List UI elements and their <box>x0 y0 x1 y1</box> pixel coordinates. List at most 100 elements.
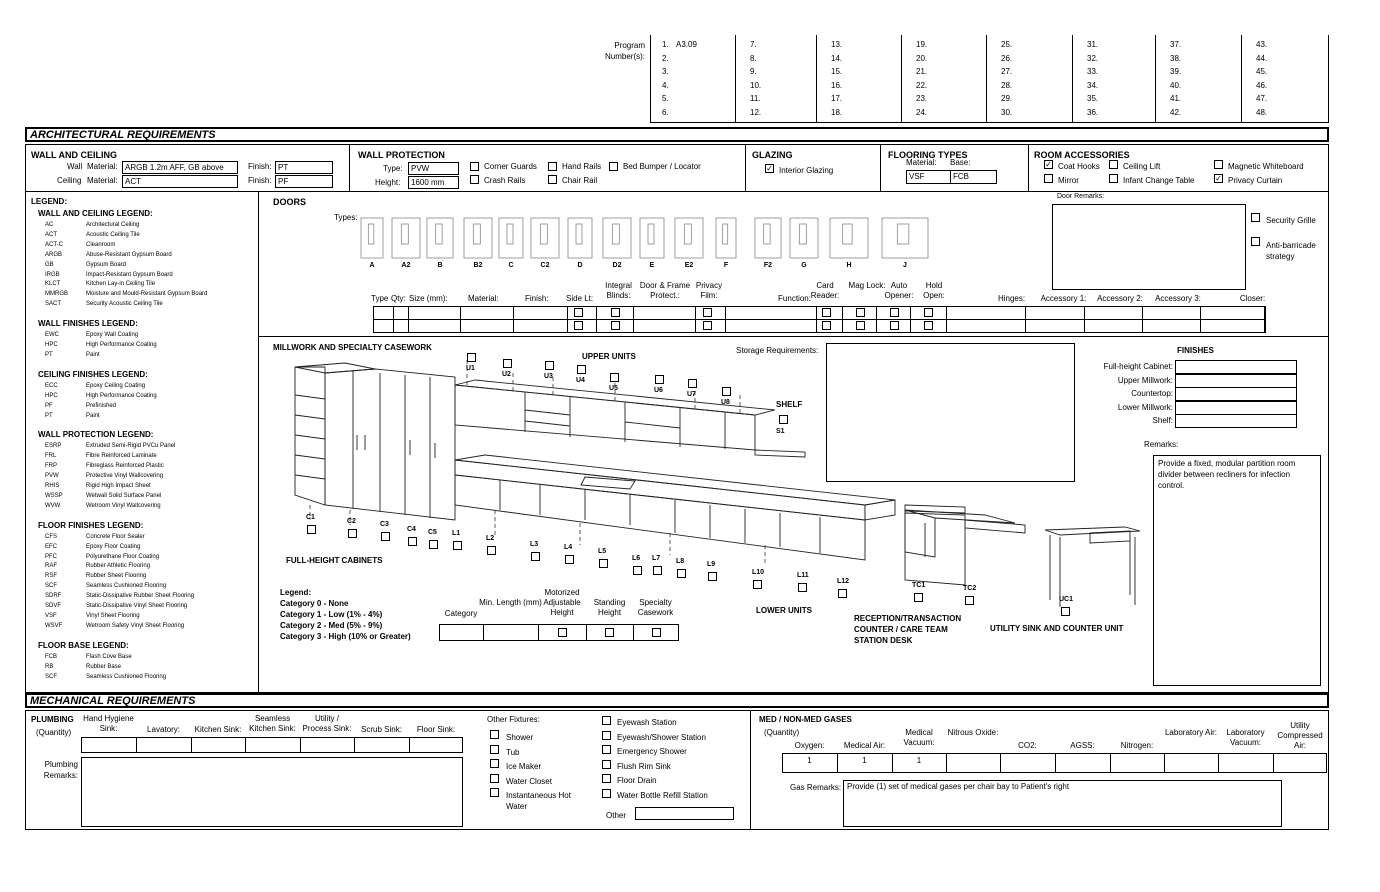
door-schedule-checkbox[interactable] <box>611 321 620 330</box>
counter-unit-checkbox[interactable] <box>914 593 923 602</box>
coat-hooks-checkbox[interactable]: ✓ <box>1044 160 1053 169</box>
security-grille-checkbox[interactable] <box>1251 213 1260 222</box>
ceiling-lift-checkbox[interactable] <box>1109 160 1118 169</box>
fixture-label: Flush Rim Sink <box>617 761 671 771</box>
interior-glazing-checkbox[interactable]: ✓ <box>765 164 774 173</box>
fixture-checkbox[interactable] <box>490 759 499 768</box>
upper-unit-checkbox[interactable] <box>722 387 731 396</box>
door-schedule-checkbox[interactable] <box>856 308 865 317</box>
fixture-checkbox[interactable] <box>490 730 499 739</box>
fixture-checkbox[interactable] <box>602 745 611 754</box>
full-height-unit-checkbox[interactable] <box>307 525 316 534</box>
lower-unit-checkbox[interactable] <box>838 589 847 598</box>
door-schedule-checkbox[interactable] <box>574 308 583 317</box>
gas-quantity-value[interactable]: 1 <box>807 756 812 765</box>
lower-unit-checkbox[interactable] <box>798 583 807 592</box>
program-value-1[interactable]: A3.09 <box>676 40 697 49</box>
utility-unit-checkbox[interactable] <box>1061 607 1070 616</box>
program-number-slot: 34. <box>1087 80 1099 90</box>
upper-unit-checkbox[interactable] <box>577 365 586 374</box>
fixture-checkbox[interactable] <box>490 788 499 797</box>
shelf-checkbox[interactable] <box>779 415 788 424</box>
full-height-unit-checkbox[interactable] <box>408 537 417 546</box>
upper-unit-checkbox[interactable] <box>467 353 476 362</box>
door-schedule-checkbox[interactable] <box>856 321 865 330</box>
corner-guards-checkbox[interactable] <box>470 162 479 171</box>
counter-unit-checkbox[interactable] <box>965 596 974 605</box>
upper-unit-checkbox[interactable] <box>545 361 554 370</box>
category-checkbox[interactable] <box>558 628 567 637</box>
flooring-base-field[interactable]: FCB <box>950 170 997 184</box>
wall-finish-field[interactable]: PT <box>275 161 333 174</box>
gas-quantity-value[interactable]: 1 <box>916 756 922 765</box>
door-schedule-checkbox[interactable] <box>574 321 583 330</box>
upper-unit-checkbox[interactable] <box>688 379 697 388</box>
door-remarks-field[interactable] <box>1052 204 1246 290</box>
infant-change-table-checkbox[interactable] <box>1109 174 1118 183</box>
gas-remarks-field[interactable]: Provide (1) set of medical gases per cha… <box>843 780 1282 827</box>
finish-field[interactable] <box>1175 360 1297 374</box>
fixture-checkbox[interactable] <box>602 774 611 783</box>
fixture-checkbox[interactable] <box>602 788 611 798</box>
wp-type-field[interactable]: PVW <box>408 162 459 175</box>
ceiling-material-field[interactable]: ACT <box>122 175 238 188</box>
door-schedule-checkbox[interactable] <box>822 321 831 330</box>
program-number-slot: 22. <box>916 80 928 90</box>
finish-field[interactable] <box>1175 400 1297 415</box>
upper-unit-checkbox[interactable] <box>610 373 619 382</box>
door-schedule-checkbox[interactable] <box>924 321 933 330</box>
hand-rails-checkbox[interactable] <box>548 162 557 171</box>
upper-unit-checkbox[interactable] <box>503 359 512 368</box>
category-checkbox[interactable] <box>652 628 661 637</box>
chair-rail-checkbox[interactable] <box>548 175 557 184</box>
fixture-checkbox[interactable] <box>490 773 499 783</box>
door-schedule-checkbox[interactable] <box>890 308 899 317</box>
lower-unit-checkbox[interactable] <box>753 580 762 589</box>
ceiling-finish-field[interactable]: PF <box>275 175 333 188</box>
fixture-checkbox[interactable] <box>602 716 611 725</box>
wall-material-field[interactable]: ARGB 1.2m AFF, GB above <box>122 161 238 174</box>
storage-requirements-field[interactable] <box>826 343 1075 482</box>
door-schedule-checkbox[interactable] <box>703 321 712 330</box>
upper-unit-checkbox[interactable] <box>655 375 664 384</box>
finish-field[interactable] <box>1175 387 1297 401</box>
category-column-header: Min. Length (mm) <box>479 598 542 607</box>
finish-field[interactable] <box>1175 414 1297 428</box>
lower-unit-checkbox[interactable] <box>633 566 642 575</box>
door-schedule-checkbox[interactable] <box>822 308 831 317</box>
anti-barricade-checkbox[interactable] <box>1251 237 1260 246</box>
lower-unit-checkbox[interactable] <box>599 559 608 568</box>
lower-unit-checkbox[interactable] <box>708 572 717 581</box>
full-height-unit-checkbox[interactable] <box>348 529 357 538</box>
fixture-checkbox[interactable] <box>490 744 499 754</box>
remarks-field[interactable]: Provide a fixed, modular partition room … <box>1153 455 1321 686</box>
lower-unit-checkbox[interactable] <box>487 546 496 555</box>
plumbing-remarks-field[interactable] <box>81 757 463 827</box>
finish-field[interactable] <box>1175 373 1297 388</box>
gas-col-rule <box>837 753 838 773</box>
other-field[interactable] <box>635 807 734 820</box>
lower-unit-checkbox[interactable] <box>531 552 540 561</box>
fixture-checkbox[interactable] <box>602 759 611 769</box>
crash-rails-checkbox[interactable] <box>470 175 479 184</box>
full-height-unit-checkbox[interactable] <box>429 540 438 549</box>
door-schedule-checkbox[interactable] <box>703 308 712 317</box>
bed-bumper-checkbox[interactable] <box>609 162 618 171</box>
lower-unit-checkbox[interactable] <box>565 555 574 564</box>
full-height-unit-checkbox[interactable] <box>381 532 390 541</box>
magnetic-whiteboard-checkbox[interactable] <box>1214 160 1223 169</box>
privacy-curtain-checkbox[interactable]: ✓ <box>1214 174 1223 183</box>
gas-quantity-value[interactable]: 1 <box>862 756 867 765</box>
door-schedule-checkbox[interactable] <box>924 308 933 317</box>
fixture-checkbox[interactable] <box>602 730 611 740</box>
door-schedule-checkbox[interactable] <box>611 308 620 317</box>
lower-unit-checkbox[interactable] <box>677 569 686 578</box>
lower-unit-checkbox[interactable] <box>453 541 462 550</box>
legend-description: Kitchen Lay-in Ceiling Tile <box>86 281 156 288</box>
lower-unit-checkbox[interactable] <box>653 566 662 575</box>
flooring-material-field[interactable]: VSF <box>906 170 951 184</box>
category-checkbox[interactable] <box>605 628 614 637</box>
wp-height-field[interactable]: 1600 mm <box>408 176 459 189</box>
door-schedule-checkbox[interactable] <box>890 321 899 330</box>
mirror-checkbox[interactable] <box>1044 174 1053 183</box>
